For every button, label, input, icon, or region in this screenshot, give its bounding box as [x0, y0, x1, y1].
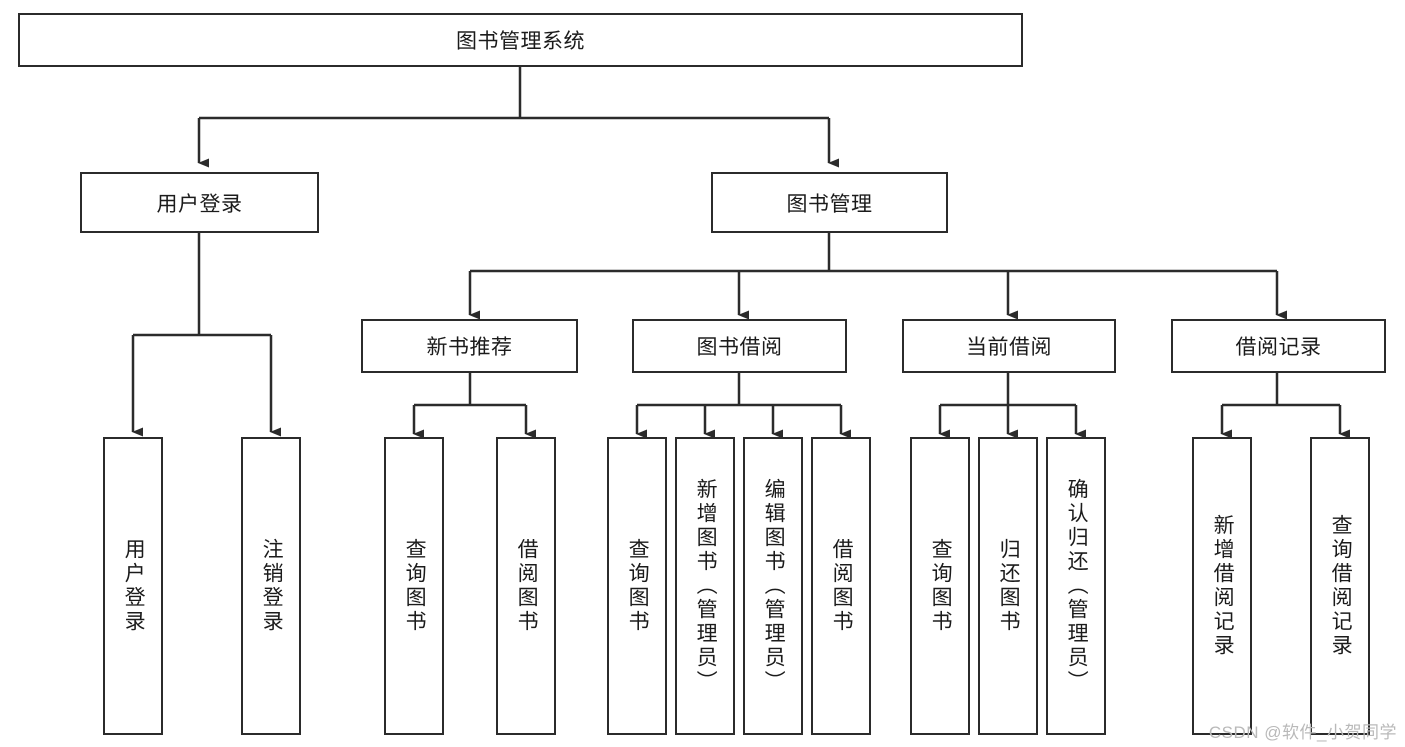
edges-userlogin-leaves: [131, 233, 281, 437]
node-book-borrow[interactable]: 图书借阅: [632, 319, 847, 373]
node-leaf-add-book[interactable]: 新增图书（管理员）: [675, 437, 735, 735]
node-book-manage-label: 图书管理: [786, 192, 873, 216]
node-book-manage[interactable]: 图书管理: [711, 172, 948, 233]
node-leaf-edit-book-label: 编辑图书（管理员）: [762, 478, 786, 694]
csdn-watermark: CSDN @软件_小贺同学: [1208, 723, 1397, 742]
node-leaf-confirm-return[interactable]: 确认归还（管理员）: [1046, 437, 1106, 735]
node-leaf-query-book-2[interactable]: 查询图书: [607, 437, 667, 735]
node-leaf-query-record[interactable]: 查询借阅记录: [1310, 437, 1370, 735]
node-leaf-confirm-return-label: 确认归还（管理员）: [1065, 478, 1089, 694]
node-leaf-add-record[interactable]: 新增借阅记录: [1192, 437, 1252, 735]
edges-borrowrecord-leaves: [1220, 373, 1350, 439]
node-leaf-add-book-label: 新增图书（管理员）: [694, 478, 718, 694]
edges-currentborrow-leaves: [938, 373, 1086, 439]
node-current-borrow-label: 当前借阅: [966, 336, 1052, 359]
edges-root-level1: [197, 67, 839, 168]
node-leaf-user-login-label: 用户登录: [122, 538, 146, 634]
node-new-book-rec-label: 新书推荐: [426, 336, 513, 359]
edges-bookborrow-leaves: [635, 373, 851, 439]
node-leaf-borrow-book-2-label: 借阅图书: [830, 538, 854, 634]
node-root-label: 图书管理系统: [456, 30, 585, 53]
node-leaf-user-login[interactable]: 用户登录: [103, 437, 163, 735]
node-user-login-label: 用户登录: [156, 192, 243, 216]
node-leaf-query-book-3[interactable]: 查询图书: [910, 437, 970, 735]
node-leaf-query-book-1[interactable]: 查询图书: [384, 437, 444, 735]
node-root[interactable]: 图书管理系统: [18, 13, 1023, 67]
node-new-book-rec[interactable]: 新书推荐: [361, 319, 578, 373]
node-leaf-query-record-label: 查询借阅记录: [1329, 514, 1353, 658]
node-leaf-edit-book[interactable]: 编辑图书（管理员）: [743, 437, 803, 735]
edges-newbookrec-leaves: [412, 373, 536, 439]
node-borrow-record-label: 借阅记录: [1235, 336, 1322, 359]
node-leaf-borrow-book-1-label: 借阅图书: [515, 538, 539, 634]
node-leaf-user-logout[interactable]: 注销登录: [241, 437, 301, 735]
edges-bookmanage-level2: [468, 233, 1287, 320]
node-leaf-add-record-label: 新增借阅记录: [1211, 514, 1235, 658]
node-leaf-borrow-book-2[interactable]: 借阅图书: [811, 437, 871, 735]
node-leaf-borrow-book-1[interactable]: 借阅图书: [496, 437, 556, 735]
node-user-login[interactable]: 用户登录: [80, 172, 319, 233]
node-leaf-return-book-label: 归还图书: [997, 538, 1021, 634]
node-book-borrow-label: 图书借阅: [696, 336, 783, 359]
node-current-borrow[interactable]: 当前借阅: [902, 319, 1116, 373]
node-leaf-user-logout-label: 注销登录: [260, 538, 284, 634]
node-leaf-return-book[interactable]: 归还图书: [978, 437, 1038, 735]
node-leaf-query-book-3-label: 查询图书: [929, 538, 953, 634]
node-borrow-record[interactable]: 借阅记录: [1171, 319, 1386, 373]
node-leaf-query-book-1-label: 查询图书: [403, 538, 427, 634]
node-leaf-query-book-2-label: 查询图书: [626, 538, 650, 634]
